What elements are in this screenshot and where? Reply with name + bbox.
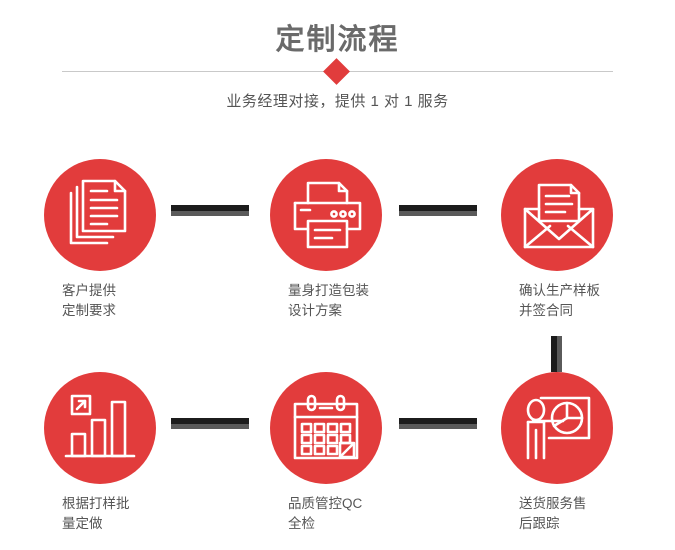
step-4-circle — [44, 372, 156, 484]
step-3-circle — [501, 159, 613, 271]
connector-step4-step5 — [171, 418, 249, 429]
connector-bar-dark — [171, 418, 249, 424]
step-6-label: 送货服务售 后跟踪 — [519, 496, 587, 531]
page-header: 定制流程 业务经理对接，提供 1 对 1 服务 — [0, 0, 675, 130]
envelope-document-icon — [523, 183, 595, 249]
presenter-pie-chart-icon — [526, 396, 591, 460]
step-5-circle — [270, 372, 382, 484]
connector-bar-dark — [399, 418, 477, 424]
step-5-label: 品质管控QC 全检 — [288, 496, 363, 531]
page-title: 定制流程 — [275, 24, 400, 56]
connector-bar-dark — [399, 205, 477, 211]
printer-icon — [293, 181, 362, 249]
bar-chart-growth-icon — [64, 394, 136, 458]
connector-bar-dark — [551, 336, 557, 372]
calendar-check-icon — [293, 394, 359, 460]
connector-bar-light — [557, 336, 562, 372]
title-divider — [62, 58, 613, 85]
step-1-label: 客户提供 定制要求 — [62, 283, 116, 318]
step-4-label: 根据打样批 量定做 — [62, 496, 130, 531]
page-subtitle: 业务经理对接，提供 1 对 1 服务 — [226, 93, 449, 110]
connector-bar-light — [171, 211, 249, 216]
connector-bar-light — [399, 211, 477, 216]
step-3-label: 确认生产样板 并签合同 — [519, 283, 600, 318]
connector-step1-step2 — [171, 205, 249, 216]
connector-bar-light — [399, 424, 477, 429]
connector-bar-dark — [171, 205, 249, 211]
connector-step5-step6 — [399, 418, 477, 429]
documents-icon — [69, 179, 127, 245]
step-2-label: 量身打造包装 设计方案 — [288, 283, 369, 318]
connector-step2-step3 — [399, 205, 477, 216]
connector-step3-step6 — [551, 336, 562, 372]
connector-bar-light — [171, 424, 249, 429]
step-2-circle — [270, 159, 382, 271]
